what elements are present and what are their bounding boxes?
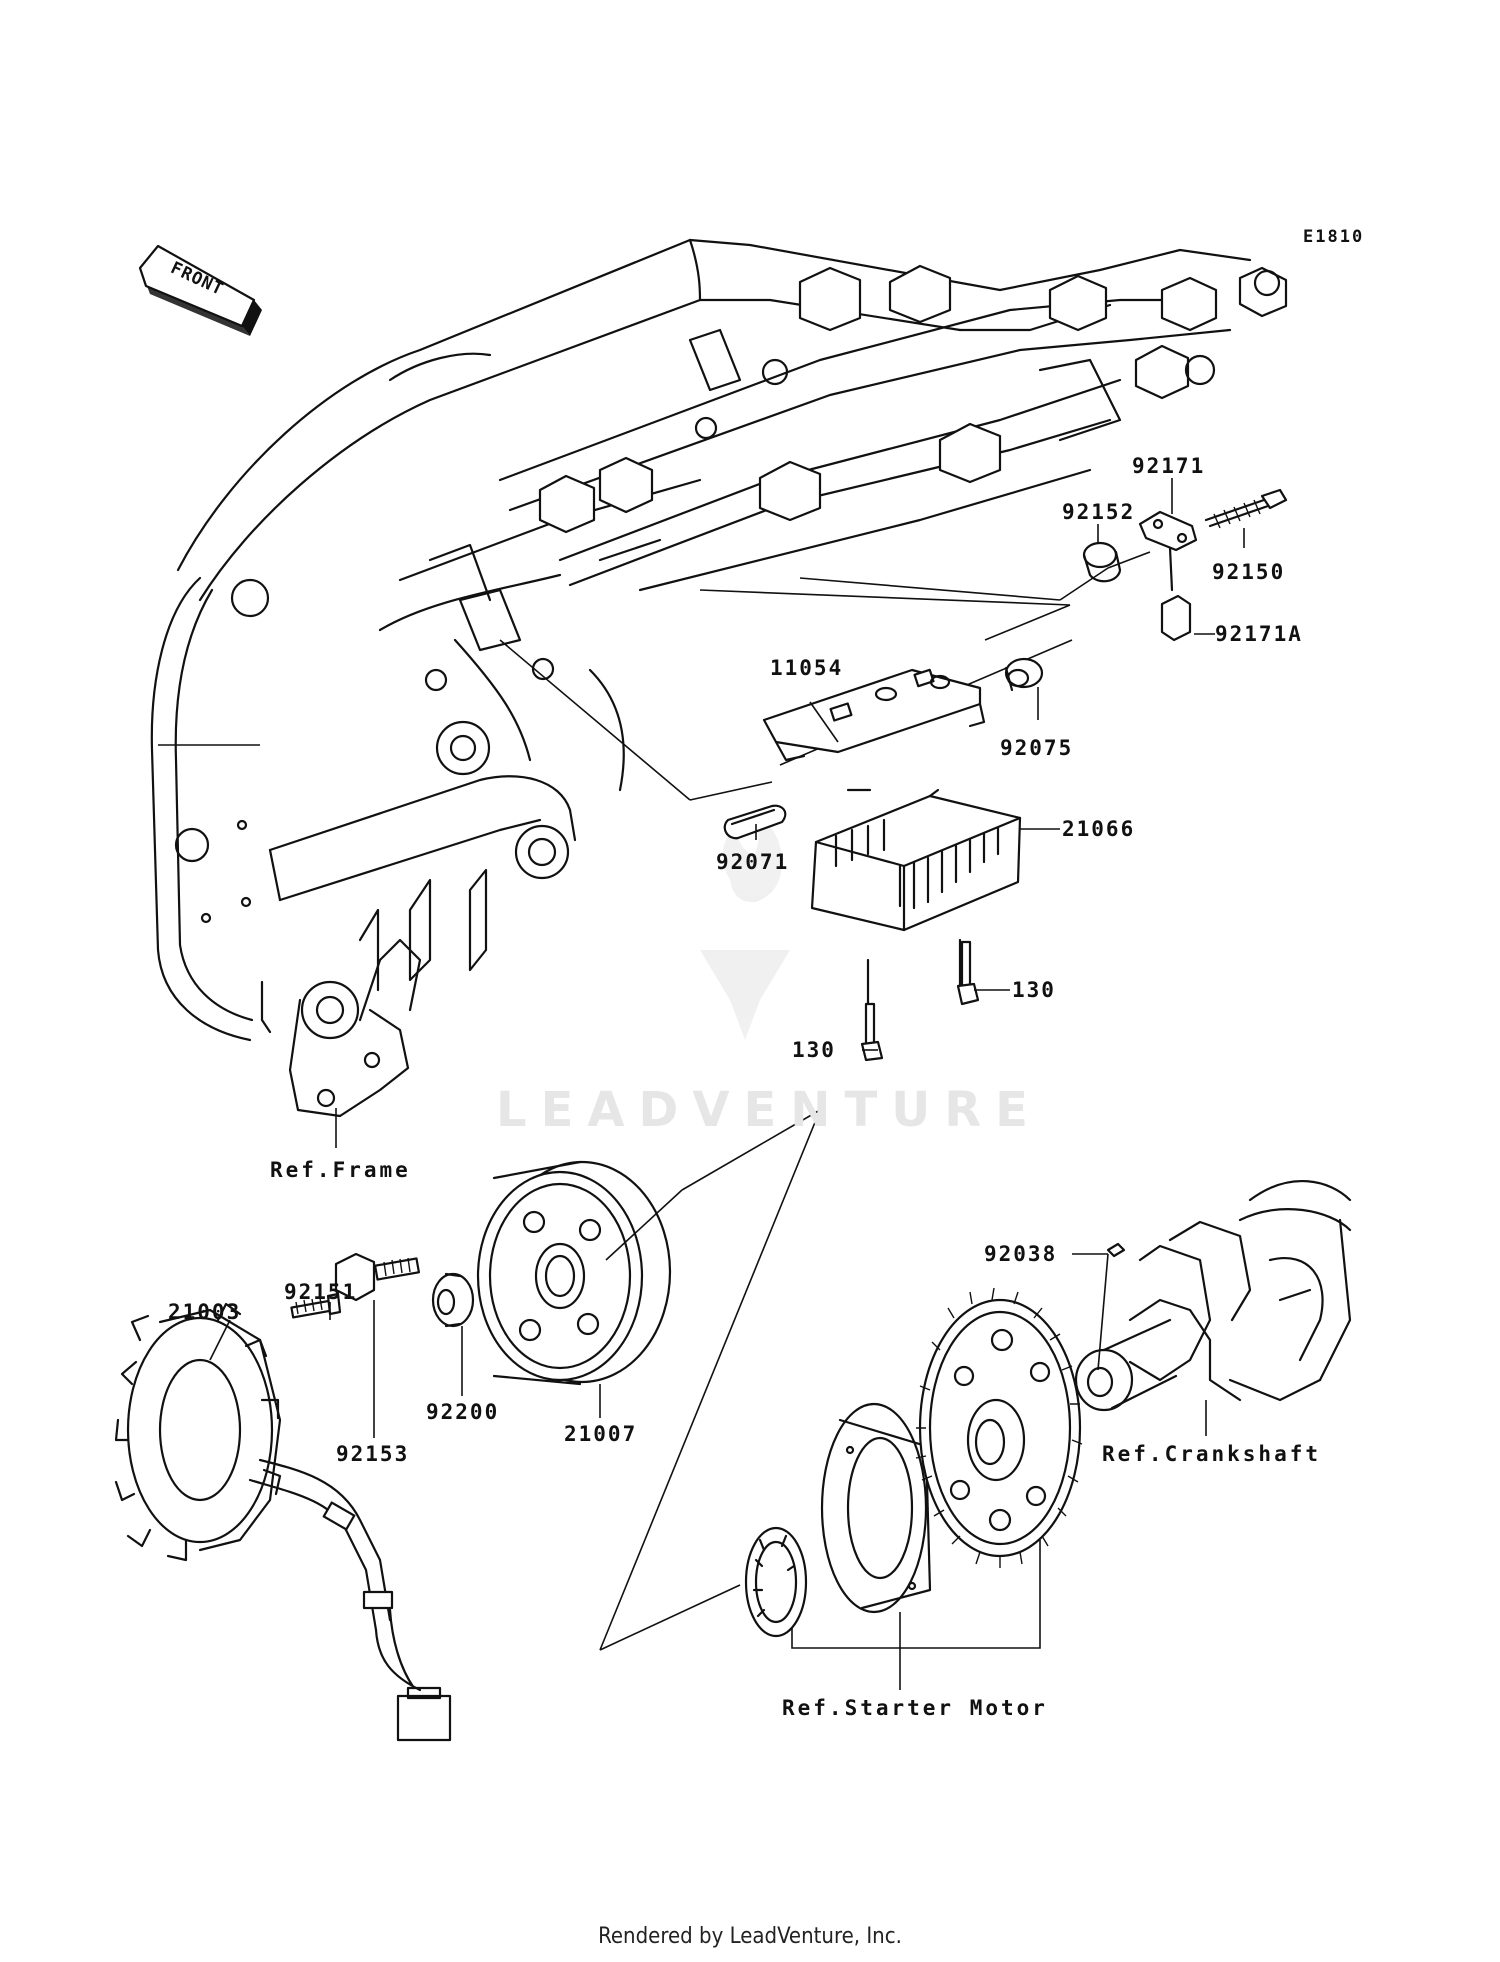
ref-frame-label[interactable]: Ref.Frame xyxy=(270,1158,411,1182)
part-label-130-left[interactable]: 130 xyxy=(792,1038,836,1062)
part-label-92075[interactable]: 92075 xyxy=(1000,736,1074,760)
bolts-130-group xyxy=(860,938,980,1062)
part-label-130-right[interactable]: 130 xyxy=(1012,978,1056,1002)
part-label-92171a[interactable]: 92171A xyxy=(1215,622,1303,646)
watermark-text: LEADVENTURE xyxy=(496,1082,1042,1138)
crankshaft-drawing xyxy=(1074,1179,1352,1412)
regulator-rectifier-drawing xyxy=(810,788,1022,932)
starter-clutch-drawing xyxy=(744,1287,1083,1638)
washer-92200-drawing xyxy=(431,1272,475,1328)
part-label-92153[interactable]: 92153 xyxy=(336,1442,410,1466)
part-label-92038[interactable]: 92038 xyxy=(984,1242,1058,1266)
ref-starter-motor-label[interactable]: Ref.Starter Motor xyxy=(782,1696,1048,1720)
bracket-clamp-group xyxy=(1082,488,1288,642)
part-label-11054[interactable]: 11054 xyxy=(770,656,844,680)
part-label-92152[interactable]: 92152 xyxy=(1062,500,1136,524)
label-leader-lines xyxy=(209,478,1245,1690)
part-label-92151[interactable]: 92151 xyxy=(284,1280,358,1304)
part-label-92171[interactable]: 92171 xyxy=(1132,454,1206,478)
rendered-by-footer: Rendered by LeadVenture, Inc. xyxy=(598,1924,902,1949)
stator-coil-drawing xyxy=(114,1302,452,1742)
part-label-92150[interactable]: 92150 xyxy=(1212,560,1286,584)
part-label-21007[interactable]: 21007 xyxy=(564,1422,638,1446)
ref-crankshaft-label[interactable]: Ref.Crankshaft xyxy=(1102,1442,1322,1466)
diagram-code-label: E1810 xyxy=(1303,227,1365,247)
part-label-92071[interactable]: 92071 xyxy=(716,850,790,874)
watermark-logo-icon xyxy=(700,810,790,1040)
flywheel-rotor-drawing xyxy=(476,1160,672,1386)
part-label-92200[interactable]: 92200 xyxy=(426,1400,500,1424)
stator-bolts-drawing xyxy=(290,1252,420,1319)
frame-drawing xyxy=(150,238,1288,1118)
front-arrow-icon xyxy=(138,244,262,336)
part-label-21066[interactable]: 21066 xyxy=(1062,817,1136,841)
part-label-21003[interactable]: 21003 xyxy=(168,1300,242,1324)
regulator-bracket-group xyxy=(723,657,1044,840)
